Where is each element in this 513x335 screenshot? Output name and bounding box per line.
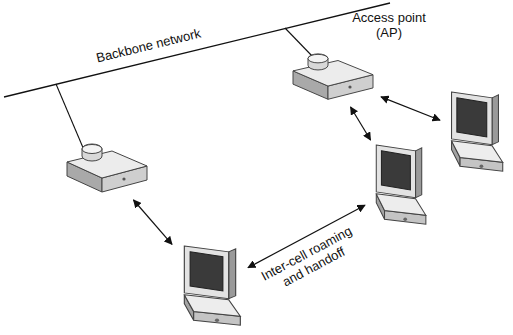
- backbone-line: [4, 3, 390, 97]
- wireless-link: [134, 200, 172, 244]
- ap-cable: [285, 28, 314, 58]
- laptop-icon: [443, 90, 507, 178]
- link-label: Inter-cell roaming and handoff: [249, 219, 371, 303]
- access-point: [62, 142, 152, 197]
- laptop: [443, 90, 507, 178]
- access-point-icon: [62, 142, 152, 197]
- laptop: [175, 244, 245, 332]
- laptop-icon: [368, 143, 430, 231]
- access-point: Access point (AP): [288, 52, 378, 104]
- ap-cable: [56, 84, 84, 150]
- access-point-icon: [288, 52, 378, 104]
- wireless-link: [381, 97, 440, 120]
- laptop: [368, 143, 430, 231]
- device-label: Access point (AP): [346, 10, 432, 40]
- wireless-link: [351, 107, 371, 140]
- laptop-icon: [175, 244, 245, 332]
- network-label: Backbone network: [92, 25, 203, 66]
